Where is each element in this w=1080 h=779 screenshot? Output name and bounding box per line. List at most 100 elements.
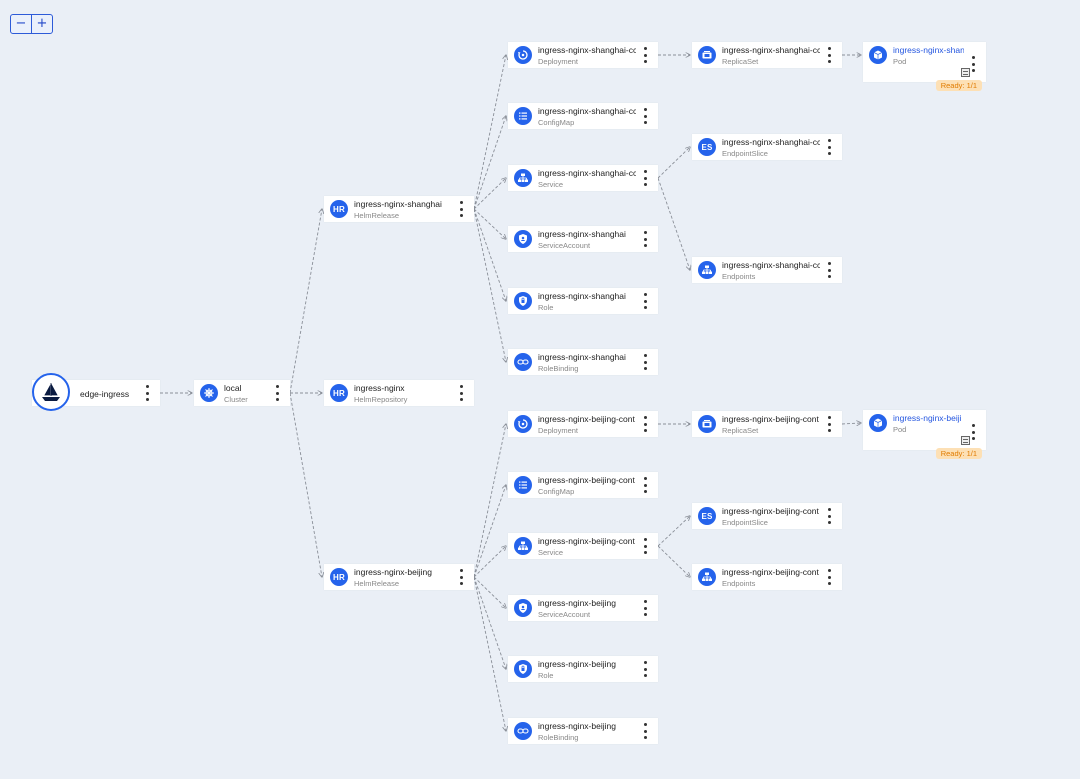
pod-icon xyxy=(869,414,887,432)
more-options-icon[interactable] xyxy=(970,56,976,72)
edge-hr_bj-bj_role xyxy=(473,576,506,669)
edge-hr_bj-bj_sa xyxy=(473,576,506,608)
configmap-icon xyxy=(514,107,532,125)
node-name[interactable]: ingress-nginx-beiji xyxy=(893,413,962,423)
icon-label: HR xyxy=(333,204,345,214)
logs-icon[interactable] xyxy=(961,436,970,445)
edge-sh_svc-sh_ep xyxy=(657,177,690,270)
node-kind: Service xyxy=(538,548,564,557)
replicaset-icon xyxy=(698,415,716,433)
icon-label: ES xyxy=(701,142,713,152)
node-kind: Cluster xyxy=(224,395,248,404)
node-name: ingress-nginx-beijing-cont xyxy=(722,414,819,424)
kubernetes-helm-icon xyxy=(200,384,218,402)
more-options-icon[interactable] xyxy=(642,600,648,616)
node-name[interactable]: ingress-nginx-shan xyxy=(893,45,964,55)
graph-node-root[interactable]: edge-ingress xyxy=(32,373,160,411)
edge-hr_bj-bj_deploy xyxy=(473,424,506,578)
more-options-icon[interactable] xyxy=(458,385,464,401)
endpoints-icon xyxy=(698,261,716,279)
node-kind: Pod xyxy=(893,425,907,434)
node-name: ingress-nginx-shanghai-cc xyxy=(538,106,636,116)
deployment-icon xyxy=(514,46,532,64)
more-options-icon[interactable] xyxy=(826,416,832,432)
more-options-icon[interactable] xyxy=(826,139,832,155)
zoom-out-button[interactable]: − xyxy=(11,15,31,33)
status-badge: Ready: 1/1 xyxy=(935,448,982,459)
zoom-in-button[interactable]: + xyxy=(31,15,52,33)
es-badge-icon: ES xyxy=(698,507,716,525)
edge-hr_sh-sh_svc xyxy=(473,178,506,210)
node-name: ingress-nginx-beijing xyxy=(354,567,432,577)
more-options-icon[interactable] xyxy=(826,569,832,585)
more-options-icon[interactable] xyxy=(642,538,648,554)
more-options-icon[interactable] xyxy=(458,201,464,217)
more-options-icon[interactable] xyxy=(642,231,648,247)
node-name: ingress-nginx-beijing-cont xyxy=(538,475,635,485)
more-options-icon[interactable] xyxy=(642,354,648,370)
boat-icon xyxy=(32,373,70,411)
more-options-icon[interactable] xyxy=(144,385,150,401)
logs-icon[interactable] xyxy=(961,68,970,77)
hr-badge-icon: HR xyxy=(330,200,348,218)
node-kind: ServiceAccount xyxy=(538,610,591,619)
more-options-icon[interactable] xyxy=(642,170,648,186)
more-options-icon[interactable] xyxy=(642,293,648,309)
more-options-icon[interactable] xyxy=(642,416,648,432)
role-icon xyxy=(514,292,532,310)
node-name: ingress-nginx-beijing xyxy=(538,598,616,608)
node-kind: ConfigMap xyxy=(538,487,575,496)
node-name: ingress-nginx-shanghai-cc xyxy=(722,260,820,270)
more-options-icon[interactable] xyxy=(826,47,832,63)
node-kind: ConfigMap xyxy=(538,118,575,127)
node-name: ingress-nginx-shanghai-cc xyxy=(722,137,820,147)
more-options-icon[interactable] xyxy=(826,508,832,524)
node-kind: ReplicaSet xyxy=(722,426,759,435)
deployment-icon xyxy=(514,415,532,433)
node-name: ingress-nginx-shanghai xyxy=(538,352,626,362)
more-options-icon[interactable] xyxy=(642,723,648,739)
more-options-icon[interactable] xyxy=(970,424,976,440)
more-options-icon[interactable] xyxy=(642,477,648,493)
node-name: ingress-nginx-shanghai-cc xyxy=(538,45,636,55)
more-options-icon[interactable] xyxy=(642,47,648,63)
edge-hr_sh-sh_cm xyxy=(473,116,506,210)
more-options-icon[interactable] xyxy=(274,385,280,401)
configmap-icon xyxy=(514,476,532,494)
edge-sh_svc-sh_es xyxy=(657,147,690,179)
more-options-icon[interactable] xyxy=(642,108,648,124)
node-kind: Endpoints xyxy=(722,579,756,588)
node-kind: ReplicaSet xyxy=(722,57,759,66)
more-options-icon[interactable] xyxy=(458,569,464,585)
node-kind: Deployment xyxy=(538,57,579,66)
more-options-icon[interactable] xyxy=(642,661,648,677)
node-name: ingress-nginx-shanghai-cc xyxy=(722,45,820,55)
node-kind: Pod xyxy=(893,57,907,66)
service-icon xyxy=(514,169,532,187)
more-options-icon[interactable] xyxy=(826,262,832,278)
